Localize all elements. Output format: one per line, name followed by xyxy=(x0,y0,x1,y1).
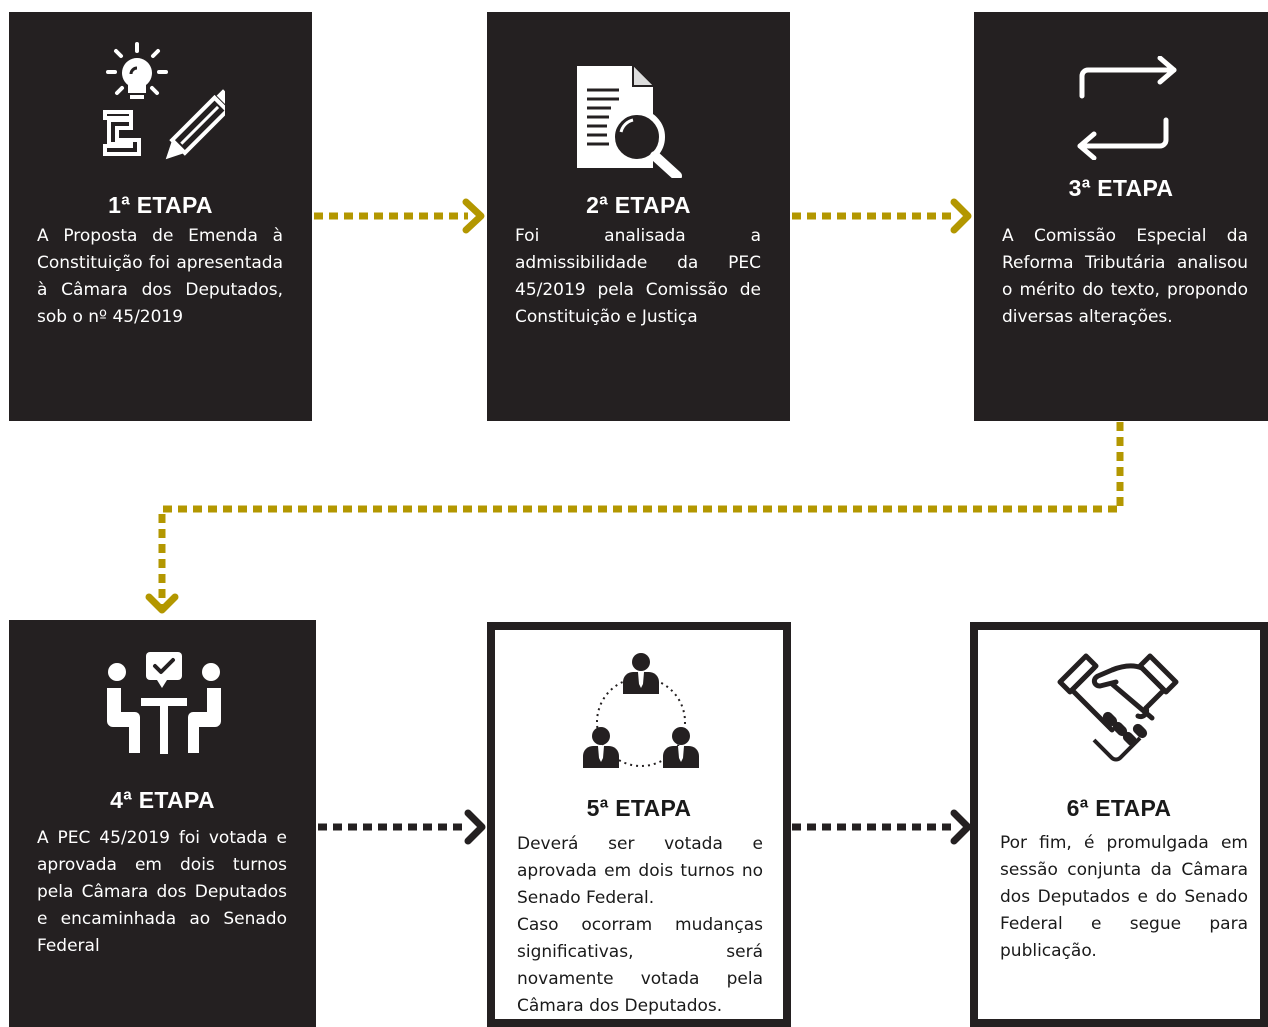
step-4-title: 4ª ETAPA xyxy=(110,787,215,813)
meeting-approval-icon xyxy=(107,652,221,754)
step-6-title: 6ª ETAPA xyxy=(1066,795,1172,821)
step-2-card: 2ª ETAPA Foi analisada a admissibilidade… xyxy=(487,12,790,421)
arrowhead-1-2 xyxy=(462,198,485,234)
step-3-card: 3ª ETAPA A Comissão Especial da Reforma … xyxy=(974,12,1268,421)
step-6-text: Por fim, é promulgada em sessão conjunta… xyxy=(1000,833,1248,961)
step-6-card: 6ª ETAPA Por fim, é promulgada em sessão… xyxy=(970,622,1268,1027)
connector-3-4 xyxy=(158,422,1124,605)
step-6-description: Por fim, é promulgada em sessão conjunta… xyxy=(1000,830,1248,965)
step-4-description: A PEC 45/2019 foi votada e aprovada em d… xyxy=(37,825,287,960)
step-5-text-2: Caso ocorram mudanças significativas, se… xyxy=(517,915,763,1016)
step-1-title: 1ª ETAPA xyxy=(108,192,213,218)
arrowhead-5-6 xyxy=(950,809,972,845)
step-2-title: 2ª ETAPA xyxy=(586,192,691,218)
step-3-description: A Comissão Especial da Reforma Tributári… xyxy=(1002,223,1248,331)
step-5-text-1: Deverá ser votada e aprovada em dois tur… xyxy=(517,834,763,908)
step-1-card: 1ª ETAPA A Proposta de Emenda à Constitu… xyxy=(9,12,312,421)
step-2-description: Foi analisada a admissibilidade da PEC 4… xyxy=(515,223,761,331)
step-4-card: 4ª ETAPA A PEC 45/2019 foi votada e apro… xyxy=(9,620,316,1027)
arrowhead-2-3 xyxy=(950,198,972,234)
step-1-description: A Proposta de Emenda à Constituição foi … xyxy=(37,223,283,331)
arrowhead-3-4 xyxy=(145,593,179,614)
step-3-title: 3ª ETAPA xyxy=(1068,175,1174,201)
step-5-title: 5ª ETAPA xyxy=(586,795,692,821)
exchange-arrows-icon xyxy=(1077,56,1177,160)
idea-pencil-icon xyxy=(103,42,225,160)
handshake-icon xyxy=(1057,653,1179,762)
step-3-text: A Comissão Especial da Reforma Tributári… xyxy=(1002,226,1248,327)
step-5-card: 5ª ETAPA Deverá ser votada e aprovada em… xyxy=(487,622,791,1027)
step-4-text: A PEC 45/2019 foi votada e aprovada em d… xyxy=(37,828,287,956)
document-search-icon xyxy=(577,66,682,178)
arrowhead-4-5 xyxy=(464,809,486,845)
step-1-text: A Proposta de Emenda à Constituição foi … xyxy=(37,226,283,327)
step-2-text: Foi analisada a admissibilidade da PEC 4… xyxy=(515,226,761,327)
step-5-description: Deverá ser votada e aprovada em dois tur… xyxy=(517,831,763,1020)
senators-network-icon xyxy=(583,653,699,768)
